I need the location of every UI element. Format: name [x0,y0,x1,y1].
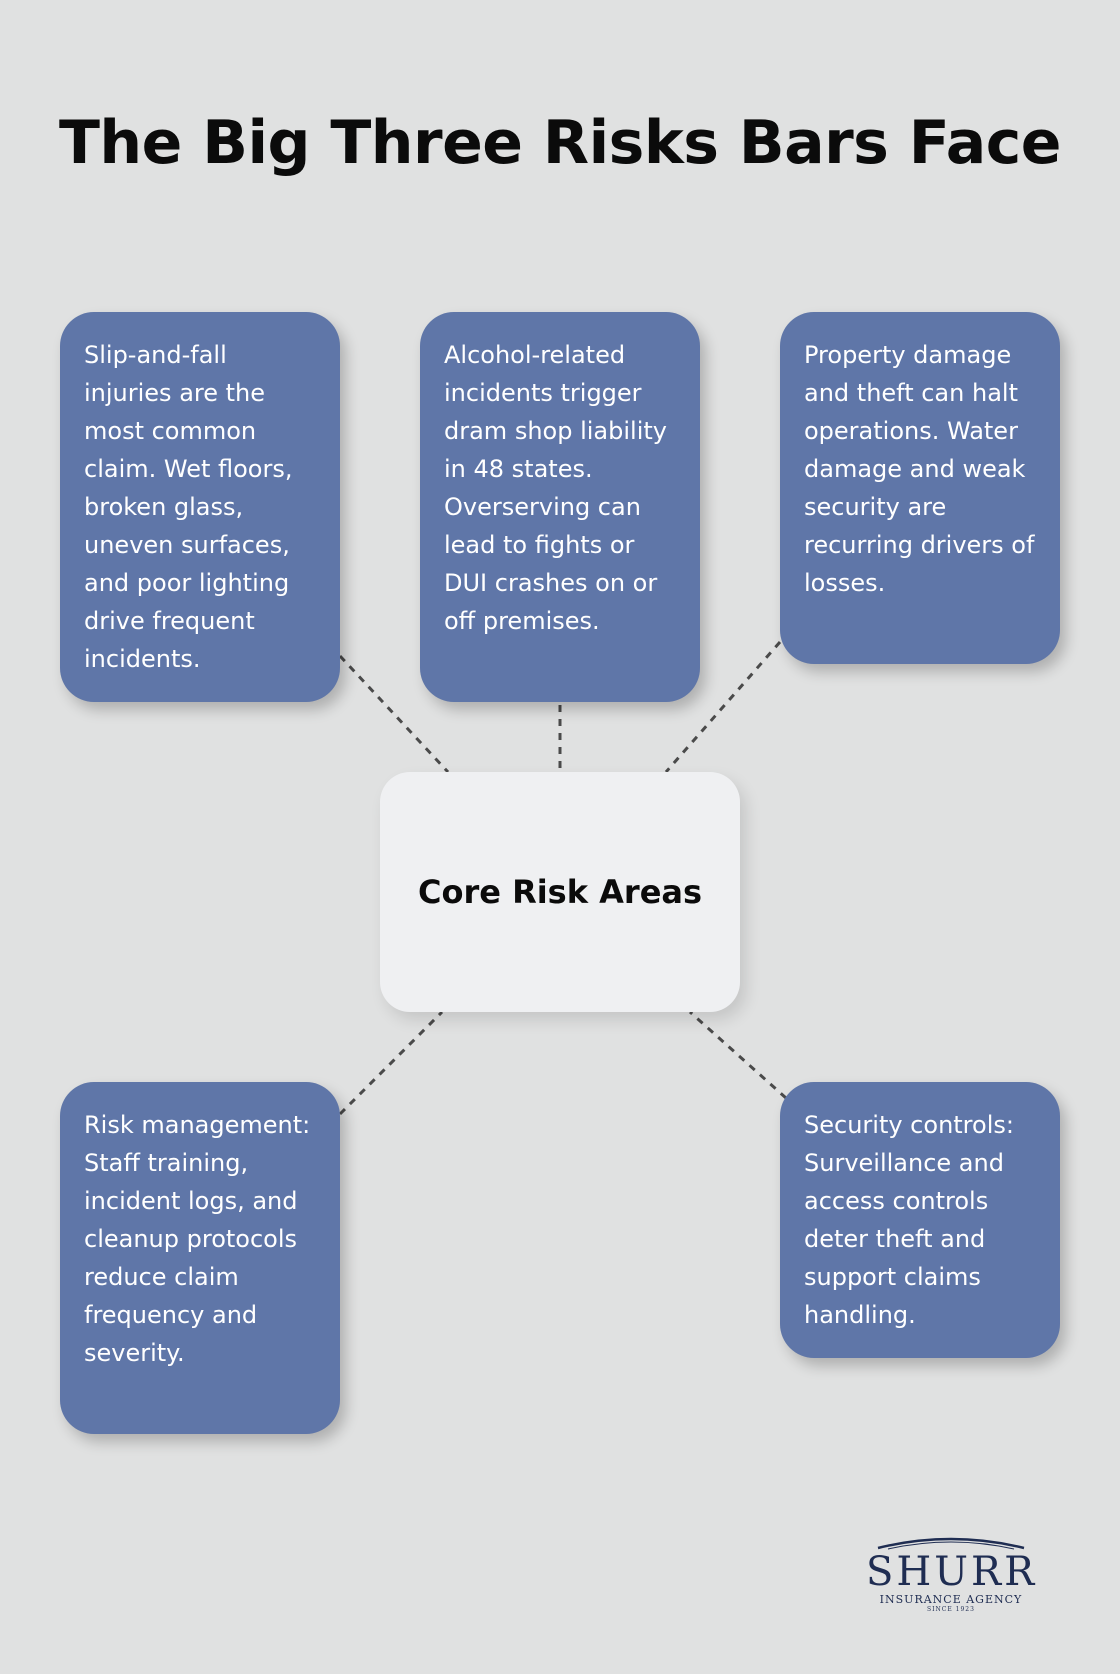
risk-box-slip-and-fall: Slip-and-fall injuries are the most comm… [60,312,340,702]
risk-box-alcohol-liability: Alcohol-related incidents trigger dram s… [420,312,700,702]
shurr-logo: SHURR INSURANCE AGENCY SINCE 1923 [866,1532,1038,1613]
risk-box-property-damage: Property damage and theft can halt opera… [780,312,1060,664]
logo-arc-icon [877,1537,1025,1550]
logo-name: SHURR [866,1549,1038,1595]
logo-since: SINCE 1923 [927,1606,975,1613]
connector-box-1 [338,654,450,774]
page-title: The Big Three Risks Bars Face [59,108,1061,178]
center-node: Core Risk Areas [380,772,740,1012]
connector-box-4 [338,1010,444,1116]
logo-subtitle: INSURANCE AGENCY [879,1593,1023,1606]
risk-box-risk-management: Risk management: Staff training, inciden… [60,1082,340,1434]
center-node-label: Core Risk Areas [417,873,703,911]
risk-box-security-controls: Security controls: Surveillance and acce… [780,1082,1060,1358]
connector-box-5 [688,1010,788,1100]
connector-box-3 [664,641,782,773]
